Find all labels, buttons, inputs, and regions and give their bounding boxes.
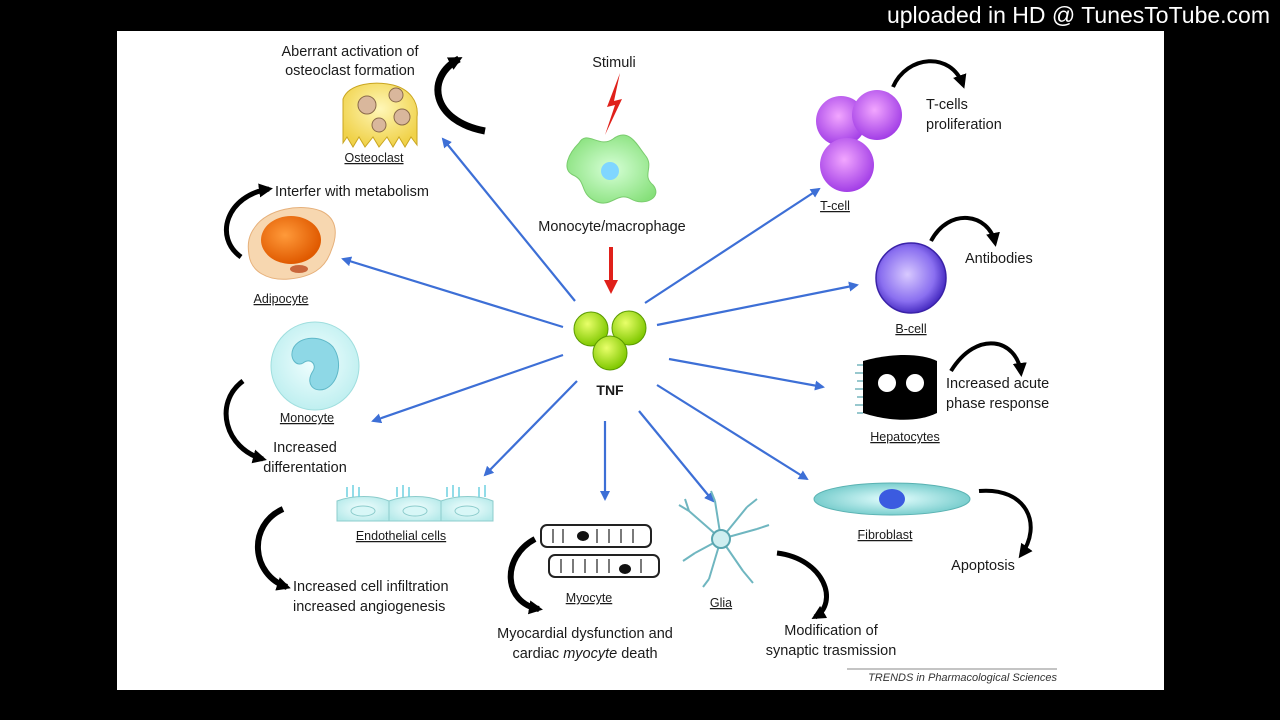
hepatocytes-effect-line1: Increased acute — [946, 376, 1049, 392]
bcell-effect-label: Antibodies — [965, 251, 1033, 267]
osteoclast-label: Osteoclast — [344, 151, 404, 165]
monocyte-group: Monocyte Increased differentation — [223, 321, 360, 476]
lightning-bolt-icon — [605, 73, 622, 135]
myocyte-cells-icon — [540, 524, 660, 578]
tnf-molecule-icon — [573, 310, 647, 371]
monocyte-macrophage-label: Monocyte/macrophage — [538, 219, 686, 235]
glia-group: Glia Modification of synaptic trasmissio… — [678, 490, 897, 659]
hepatocytes-effect-line2: phase response — [946, 396, 1049, 412]
arrow-to-osteoclast — [441, 137, 576, 302]
bcell-group: B-cell Antibodies — [875, 215, 1033, 336]
monocyte-label: Monocyte — [280, 411, 334, 425]
endothelial-label: Endothelial cells — [356, 529, 446, 543]
adipocyte-cell-icon — [247, 207, 336, 280]
hepatocytes-group: Hepatocytes Increased acute phase respon… — [855, 341, 1049, 444]
fibroblast-label: Fibroblast — [858, 528, 913, 542]
tnf-arrows — [341, 137, 859, 503]
myocyte-label: Myocyte — [566, 591, 613, 605]
diagram-panel: Stimuli Monocyte/macrophage TNF Aberrant… — [117, 31, 1164, 690]
myocyte-curved-arrow — [507, 536, 543, 615]
tcell-cells-icon — [816, 90, 902, 192]
myocyte-effect-line1: Myocardial dysfunction and — [497, 626, 673, 642]
macrophage-cell-icon — [566, 134, 657, 204]
bcell-label: B-cell — [895, 322, 926, 336]
bcell-cell-icon — [875, 242, 947, 314]
fibroblast-group: Fibroblast Apoptosis — [813, 482, 1033, 574]
glia-curved-arrow — [776, 550, 829, 620]
tnf-diagram: Stimuli Monocyte/macrophage TNF Aberrant… — [223, 44, 1057, 684]
arrow-to-tcell — [644, 187, 821, 304]
monocyte-effect-line2: differentation — [263, 460, 347, 476]
adipocyte-label: Adipocyte — [254, 292, 309, 306]
myocyte-group: Myocyte Myocardial dysfunction and cardi… — [497, 524, 673, 662]
endothelial-effect-line2: increased angiogenesis — [293, 599, 445, 615]
arrow-to-monocyte — [371, 353, 564, 424]
monocyte-cell-icon — [270, 321, 360, 411]
glia-effect-line2: synaptic trasmission — [766, 643, 897, 659]
arrow-to-bcell — [656, 281, 859, 327]
arrow-to-glia — [638, 410, 715, 503]
osteoclast-curved-arrow — [434, 55, 486, 135]
arrow-to-endothelial — [483, 380, 578, 477]
monocyte-curved-arrow — [223, 378, 267, 464]
tcell-curved-arrow — [891, 59, 967, 89]
endothelial-cells-icon — [336, 485, 494, 522]
endothelial-effect-line1: Increased cell infiltration — [293, 579, 449, 595]
bcell-curved-arrow — [929, 215, 1000, 247]
osteoclast-cell-icon — [342, 82, 418, 148]
adipocyte-group: Interfer with metabolism Adipocyte — [223, 183, 429, 306]
glia-label: Glia — [710, 596, 732, 610]
osteoclast-effect-line2: osteoclast formation — [285, 63, 415, 79]
monocyte-effect-line1: Increased — [273, 440, 337, 456]
fibroblast-curved-arrow — [978, 488, 1033, 559]
fibroblast-effect-label: Apoptosis — [951, 558, 1015, 574]
arrow-to-hepatocytes — [668, 357, 825, 391]
endothelial-curved-arrow — [255, 506, 291, 591]
tcell-effect-line1: T-cells — [926, 97, 968, 113]
adipocyte-effect-label: Interfer with metabolism — [275, 184, 429, 200]
glia-effect-line1: Modification of — [784, 623, 878, 639]
watermark-text: uploaded in HD @ TunesToTube.com — [886, 2, 1270, 28]
fibroblast-cell-icon — [813, 482, 971, 516]
glia-cell-icon — [678, 490, 770, 588]
myocyte-effect-line2: cardiac myocyte death — [512, 646, 657, 662]
osteoclast-group: Aberrant activation of osteoclast format… — [281, 44, 486, 165]
hepatocytes-curved-arrow — [949, 341, 1027, 377]
arrow-to-fibroblast — [656, 384, 809, 481]
tcell-group: T-cell T-cells proliferation — [816, 59, 1002, 213]
adipocyte-curved-arrow — [223, 183, 273, 260]
tcell-label: T-cell — [820, 199, 850, 213]
arrow-to-adipocyte — [341, 256, 564, 329]
endothelial-group: Endothelial cells Increased cell infiltr… — [255, 485, 494, 615]
hepatocytes-label: Hepatocytes — [870, 430, 939, 444]
tcell-effect-line2: proliferation — [926, 117, 1002, 133]
osteoclast-effect-line1: Aberrant activation of — [281, 44, 419, 60]
tnf-label: TNF — [596, 382, 624, 398]
credit-label: TRENDS in Pharmacological Sciences — [868, 672, 1057, 684]
stimuli-label: Stimuli — [592, 55, 636, 71]
hepatocytes-cell-icon — [855, 355, 937, 420]
